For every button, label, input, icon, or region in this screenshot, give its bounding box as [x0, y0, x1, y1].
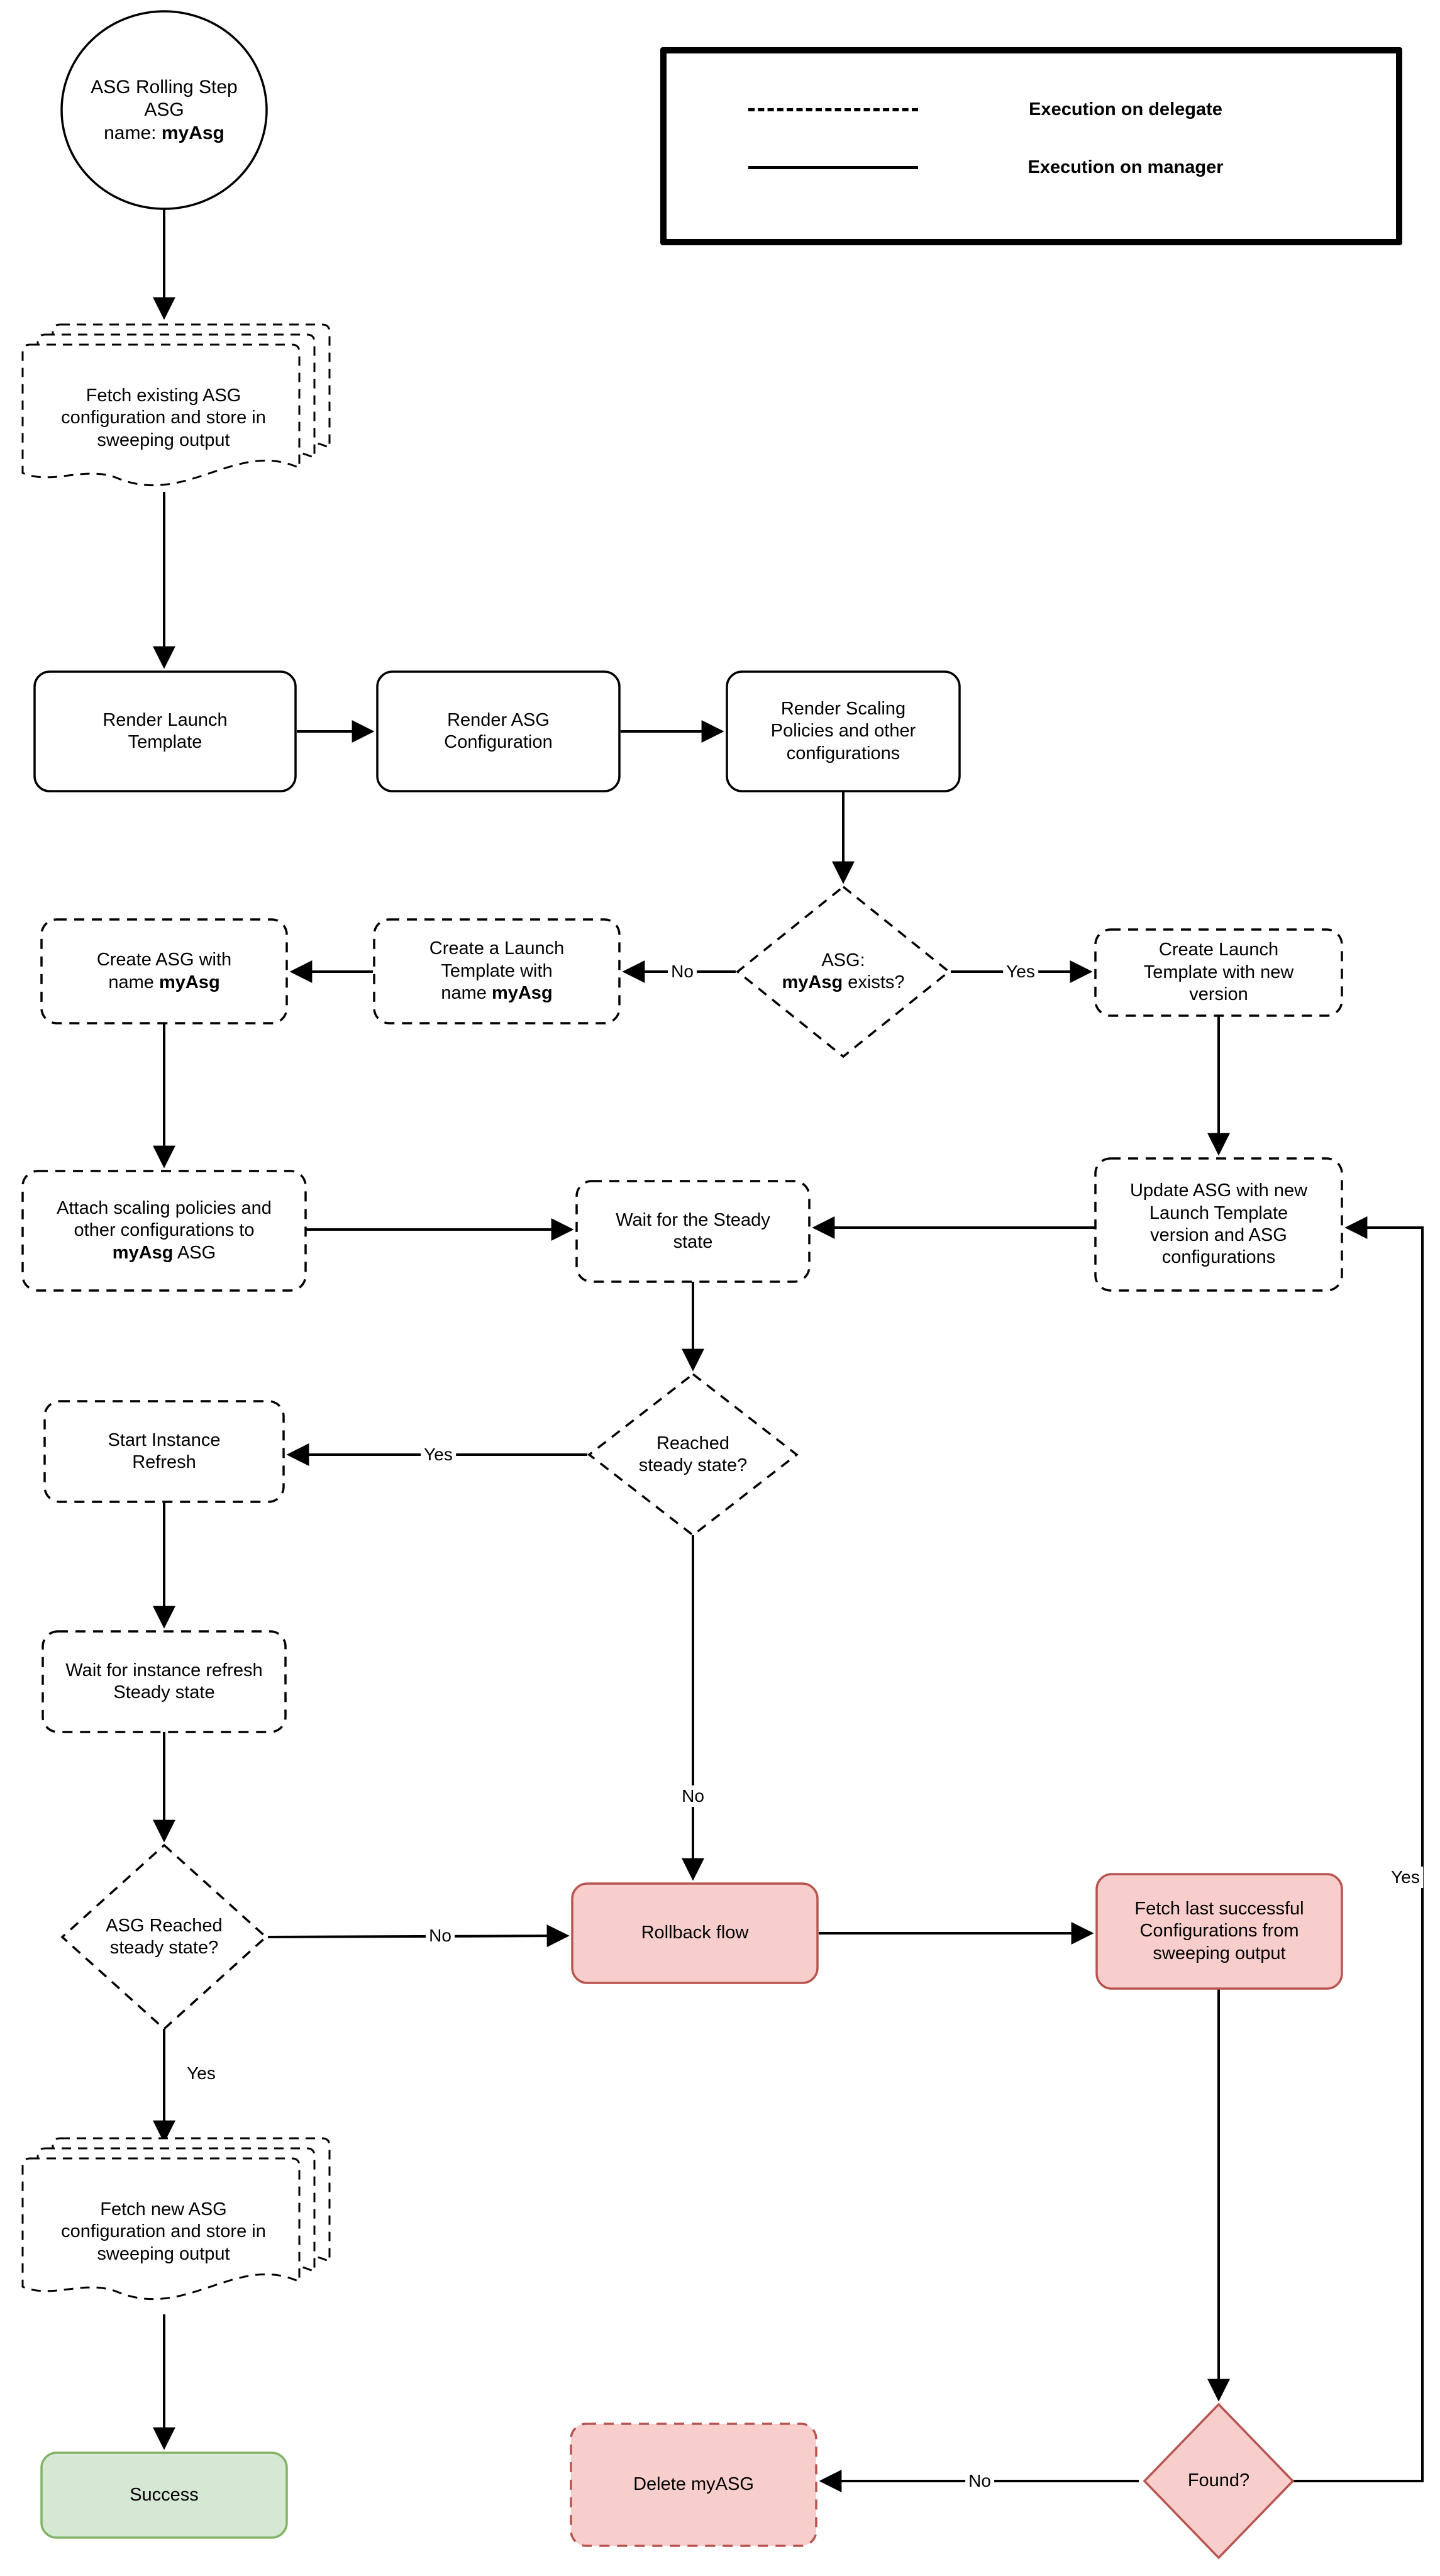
edge-found-yes-loop-to-update — [1293, 1216, 1424, 2482]
legend-box: Execution on delegate Execution on manag… — [660, 47, 1402, 245]
edge-asg-reached-no-to-rollback — [267, 1924, 570, 1948]
success-shape — [40, 2451, 288, 2539]
edge-label-yes-create-lt-new: Yes — [1003, 961, 1038, 982]
create-lt-new-version-shape — [1094, 928, 1343, 1017]
render-launch-shape — [33, 670, 297, 792]
render-scaling-shape — [726, 670, 961, 792]
reached-steady-diamond-shape — [587, 1372, 799, 1537]
fetch-existing-document-shape — [21, 323, 331, 487]
edge-label-no-create-lt: No — [668, 961, 697, 982]
attach-policies-shape — [21, 1170, 307, 1292]
edge-label-yes-start-refresh: Yes — [421, 1444, 456, 1465]
legend-dashed-line-sample — [748, 108, 918, 111]
start-circle-shape — [60, 10, 268, 210]
delete-asg-shape — [570, 2423, 817, 2547]
asg-reached-steady-diamond-shape — [60, 1843, 268, 2031]
legend-delegate-label: Execution on delegate — [1029, 99, 1222, 119]
update-asg-shape — [1094, 1157, 1343, 1292]
legend-manager-label: Execution on manager — [1027, 157, 1224, 177]
rollback-shape — [571, 1882, 819, 1984]
start-instance-refresh-shape — [43, 1400, 285, 1503]
legend-solid-line-sample — [748, 166, 918, 169]
edge-label-yes-fetch-new: Yes — [184, 2063, 219, 2084]
edge-label-no-delete: No — [965, 2470, 994, 2492]
asg-exists-diamond-shape — [736, 885, 951, 1058]
create-launch-template-shape — [373, 918, 621, 1024]
found-diamond-shape — [1143, 2402, 1295, 2560]
edge-label-yes-loop: Yes — [1388, 1867, 1423, 1888]
wait-steady-shape — [575, 1180, 811, 1283]
edge-label-no-asg-rollback: No — [426, 1925, 455, 1946]
fetch-last-successful-shape — [1095, 1873, 1343, 1990]
create-asg-shape — [40, 918, 288, 1024]
render-asg-shape — [376, 670, 621, 792]
wait-instance-refresh-shape — [42, 1630, 287, 1733]
fetch-new-document-shape — [21, 2137, 331, 2301]
edge-label-no-rollback: No — [678, 1785, 707, 1807]
